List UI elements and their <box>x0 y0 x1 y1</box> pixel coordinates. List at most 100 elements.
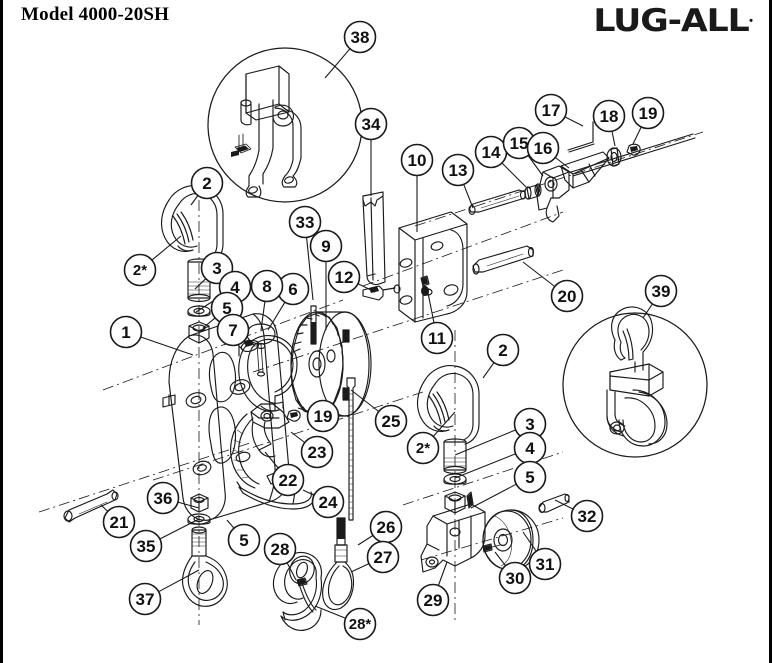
callout-bubble[interactable] <box>146 481 180 515</box>
callout-32[interactable]: 32 <box>554 499 604 533</box>
callout-1[interactable]: 1 <box>109 315 194 356</box>
callout-34[interactable]: 34 <box>354 107 388 197</box>
callout-25[interactable]: 25 <box>350 389 408 438</box>
callout-bubble[interactable] <box>420 321 454 355</box>
callout-bubble[interactable] <box>513 460 547 494</box>
callout-2-star[interactable]: 2* <box>406 411 456 465</box>
callout-33[interactable]: 33 <box>288 205 322 301</box>
callout-bubble[interactable] <box>123 253 157 287</box>
callout-23[interactable]: 23 <box>290 431 334 469</box>
callout-bubble[interactable] <box>550 279 584 313</box>
callout-number: 21 <box>110 513 129 532</box>
callout-bubble[interactable] <box>250 269 284 303</box>
callout-30[interactable]: 30 <box>494 551 532 595</box>
callout-12[interactable]: 12 <box>327 260 376 294</box>
callout-29[interactable]: 29 <box>416 561 450 617</box>
callout-bubble[interactable] <box>343 607 377 641</box>
callout-number: 34 <box>362 115 381 134</box>
callout-bubble[interactable] <box>526 131 560 165</box>
callout-bubble[interactable] <box>102 505 136 539</box>
callout-17[interactable]: 17 <box>534 93 584 127</box>
callout-bubble[interactable] <box>406 431 440 465</box>
callout-3[interactable]: 3 <box>454 407 547 456</box>
callout-10[interactable]: 10 <box>400 143 434 233</box>
detail-view-38 <box>207 47 363 203</box>
callout-36[interactable]: 36 <box>146 481 200 515</box>
callout-bubble[interactable] <box>271 463 305 497</box>
callout-leader <box>290 431 306 443</box>
callout-31[interactable]: 31 <box>522 531 562 581</box>
callout-8[interactable]: 8 <box>250 269 284 331</box>
callout-28-star[interactable]: 28* <box>314 605 377 641</box>
callout-15[interactable]: 15 <box>502 126 544 177</box>
callout-number: 11 <box>428 329 446 348</box>
callout-24[interactable]: 24 <box>302 485 345 519</box>
callout-bubble[interactable] <box>441 153 475 187</box>
callout-bubble[interactable] <box>592 99 626 133</box>
callout-9[interactable]: 9 <box>309 229 343 331</box>
callout-bubble[interactable] <box>327 260 361 294</box>
callout-2[interactable]: 2 <box>190 166 224 206</box>
callout-14[interactable]: 14 <box>474 135 527 188</box>
callout-bubble[interactable] <box>570 499 604 533</box>
callout-bubble[interactable] <box>227 523 261 557</box>
callout-bubble[interactable] <box>109 315 143 349</box>
callout-number: 15 <box>510 134 529 153</box>
callout-22[interactable]: 22 <box>264 451 305 497</box>
callout-21[interactable]: 21 <box>100 504 136 539</box>
callout-leader <box>611 131 616 147</box>
callout-28[interactable]: 28 <box>263 532 297 581</box>
shaft-13 <box>468 189 527 216</box>
callout-bubble[interactable] <box>416 583 450 617</box>
callout-5[interactable]: 5 <box>226 519 261 557</box>
callout-bubble[interactable] <box>311 485 345 519</box>
callout-bubble[interactable] <box>528 547 562 581</box>
callout-19[interactable]: 19 <box>631 96 665 145</box>
callout-4[interactable]: 4 <box>454 431 547 479</box>
callout-bubble[interactable] <box>263 532 297 566</box>
callout-bubble[interactable] <box>216 313 250 347</box>
callout-bubble[interactable] <box>190 166 224 200</box>
callout-number: 13 <box>449 161 468 180</box>
callout-16[interactable]: 16 <box>526 131 570 169</box>
callout-26[interactable]: 26 <box>357 510 403 546</box>
callout-leader <box>564 116 584 127</box>
callout-bubble[interactable] <box>486 333 520 367</box>
callout-bubble[interactable] <box>366 540 400 574</box>
callout-bubble[interactable] <box>374 404 408 438</box>
callout-bubble[interactable] <box>306 399 340 433</box>
callout-leader <box>314 605 346 619</box>
callout-2-star[interactable]: 2* <box>123 235 182 287</box>
callout-27[interactable]: 27 <box>350 540 400 574</box>
callout-37[interactable]: 37 <box>128 569 200 616</box>
callout-19[interactable]: 19 <box>297 399 340 433</box>
callout-18[interactable]: 18 <box>592 99 626 147</box>
callout-bubble[interactable] <box>300 435 334 469</box>
callout-20[interactable]: 20 <box>522 261 584 313</box>
callout-39[interactable]: 39 <box>642 274 678 319</box>
callout-bubble[interactable] <box>309 229 343 263</box>
exploded-diagram-artwork: 122*345678910111213141516171819202122232… <box>38 20 708 641</box>
callout-bubble[interactable] <box>343 20 377 54</box>
callout-bubble[interactable] <box>400 143 434 177</box>
callout-bubble[interactable] <box>498 561 532 595</box>
frame-plate-assembly <box>362 211 468 323</box>
callout-bubble[interactable] <box>129 529 163 563</box>
callout-bubble[interactable] <box>644 274 678 308</box>
callout-bubble[interactable] <box>534 93 568 127</box>
callout-2[interactable]: 2 <box>482 333 520 379</box>
pin-20 <box>472 245 535 275</box>
callout-5[interactable]: 5 <box>470 460 547 509</box>
callout-bubble[interactable] <box>288 205 322 239</box>
callout-bubble[interactable] <box>128 582 162 616</box>
callout-bubble[interactable] <box>354 107 388 141</box>
callout-bubble[interactable] <box>631 96 665 130</box>
callout-35[interactable]: 35 <box>129 518 200 563</box>
callout-38[interactable]: 38 <box>324 20 377 79</box>
callout-number: 18 <box>600 107 619 126</box>
callout-11[interactable]: 11 <box>420 287 454 355</box>
callout-13[interactable]: 13 <box>441 153 475 209</box>
callout-7[interactable]: 7 <box>216 313 250 347</box>
